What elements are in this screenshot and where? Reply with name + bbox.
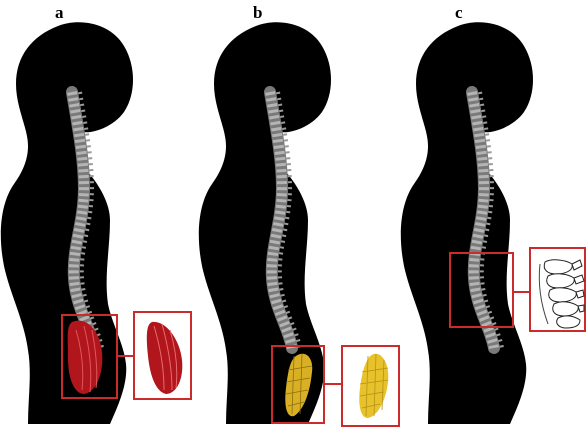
panel-b [199,22,399,426]
panel-c [401,22,585,424]
panel-label-b: b [253,3,262,22]
panel-label-a: a [55,3,64,22]
panel-a [1,22,191,424]
panel-label-c: c [455,3,463,22]
